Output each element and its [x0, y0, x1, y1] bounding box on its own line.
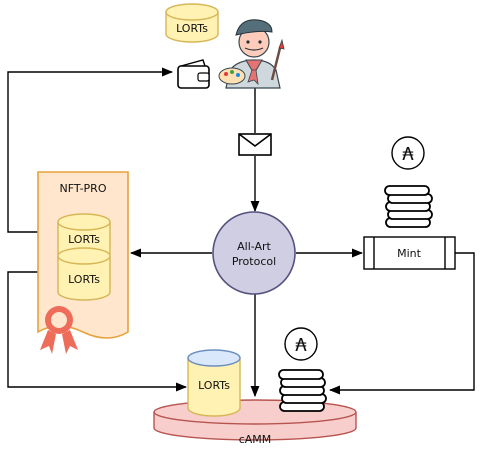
ada-symbol-1: ₳	[402, 144, 414, 165]
ada-coin-icon: ₳	[391, 136, 425, 170]
pool-token: LORTs	[187, 349, 241, 417]
top-token-label: LORTs	[176, 22, 208, 35]
nft-token-lower: LORTs	[57, 247, 111, 301]
top-token: LORTs	[165, 3, 219, 43]
ada-coin-icon-pool: ₳	[284, 327, 318, 361]
edge-nft-to-pool	[7, 271, 188, 392]
coin-stack-icon-pool	[278, 369, 327, 412]
all-art-protocol-node: All-Art Protocol	[212, 211, 296, 295]
mint-box: Mint	[363, 236, 456, 270]
camm-pool: cAMM	[153, 399, 357, 446]
nft-title: NFT-PRO	[60, 182, 107, 195]
nft-token-upper-label: LORTs	[68, 233, 100, 246]
wallet-icon	[177, 59, 210, 89]
edge-mint-to-pool	[328, 252, 475, 395]
coin-stack-icon	[384, 185, 433, 228]
connectors	[7, 67, 475, 398]
mint-label: Mint	[397, 247, 422, 260]
ada-symbol-2: ₳	[295, 335, 307, 356]
rosette-icon	[40, 306, 78, 354]
edge-nft-to-wallet	[7, 67, 174, 233]
nft-token-lower-label: LORTs	[68, 273, 100, 286]
pool-token-label: LORTs	[198, 379, 230, 392]
envelope-icon	[238, 133, 272, 156]
artist-icon	[218, 19, 285, 89]
camm-label: cAMM	[239, 433, 272, 446]
protocol-label-line2: Protocol	[232, 255, 276, 268]
protocol-label-line1: All-Art	[237, 240, 271, 253]
